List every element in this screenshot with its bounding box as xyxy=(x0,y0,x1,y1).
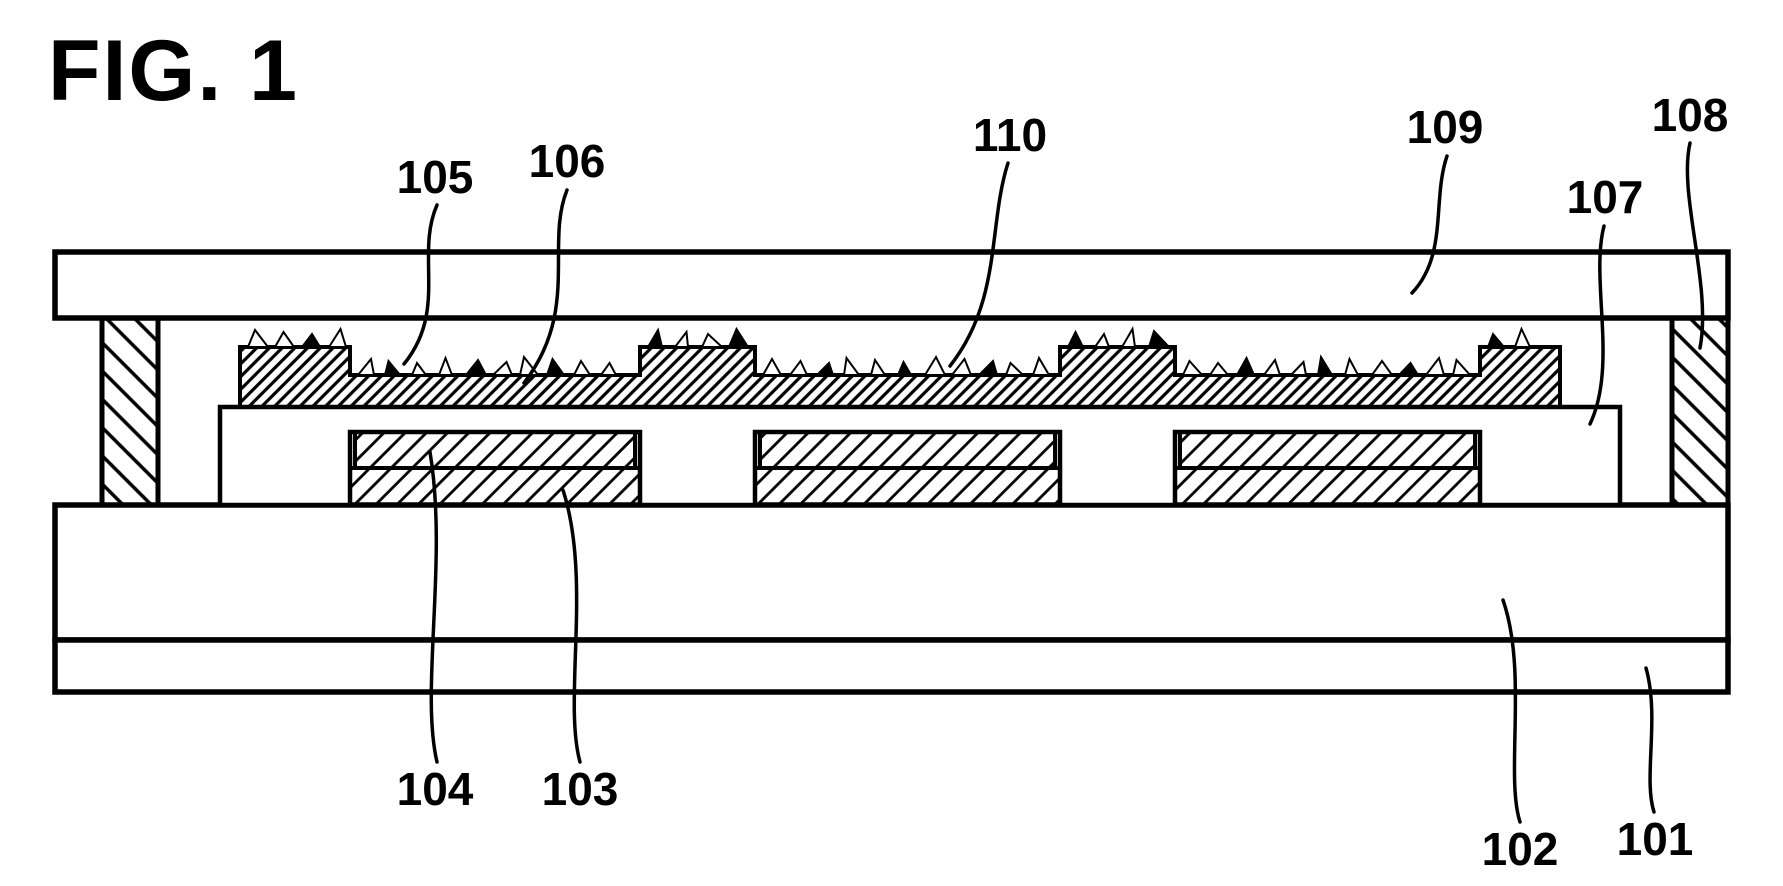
emitter-cone xyxy=(1208,361,1231,376)
emitter-cone xyxy=(1486,332,1507,348)
emitter-cone xyxy=(1513,326,1532,348)
leader-line-101 xyxy=(1644,666,1656,814)
electrode-strips-103 xyxy=(298,466,1492,507)
leader-line-105 xyxy=(402,203,439,366)
top-plate xyxy=(52,249,1731,321)
emitter-cone xyxy=(842,355,861,376)
emitter-cone xyxy=(1181,359,1205,376)
substrate-lower-101 xyxy=(52,637,1731,695)
leader-line-107 xyxy=(1588,224,1606,426)
leader-line-102 xyxy=(1501,598,1522,824)
emitter-cone xyxy=(545,356,566,376)
emitter-cones xyxy=(246,325,1532,376)
emitter-cone xyxy=(949,357,973,376)
emitter-cone xyxy=(437,355,454,376)
support-structure-pedestals xyxy=(217,404,1623,508)
electrode-strip-104 xyxy=(1178,430,1477,470)
emitter-cone xyxy=(327,326,348,348)
emitter-cone xyxy=(299,332,322,348)
emitter-cone xyxy=(1031,355,1051,376)
emitter-cone xyxy=(490,360,514,376)
emitter-cone xyxy=(410,361,428,376)
emitter-cone xyxy=(700,332,725,348)
emitter-cone xyxy=(923,354,947,376)
ref-numeral-107: 107 xyxy=(1567,171,1644,223)
reference-numerals: 105 106 110 109 108 107 104 103 102 101 xyxy=(397,89,1729,875)
leader-line-103 xyxy=(561,488,582,764)
ref-numeral-103: 103 xyxy=(542,763,619,815)
emitter-cone xyxy=(814,361,835,376)
emitter-cone xyxy=(1147,329,1172,348)
emitter-cone xyxy=(383,358,403,376)
leader-lines xyxy=(402,141,1705,824)
emitter-cone xyxy=(355,356,376,376)
emitter-cone xyxy=(246,328,271,348)
emitter-cone xyxy=(1423,355,1446,376)
emitter-cone xyxy=(1370,359,1394,376)
leader-line-106 xyxy=(522,188,569,385)
emitter-cone xyxy=(646,327,664,348)
ref-numeral-104: 104 xyxy=(397,763,474,815)
emitter-cone xyxy=(1451,357,1473,376)
emitter-cone xyxy=(1066,329,1085,348)
ref-numeral-101: 101 xyxy=(1617,813,1694,865)
emitter-cone xyxy=(463,358,488,376)
emitter-cone xyxy=(1004,361,1026,376)
leader-line-109 xyxy=(1410,154,1449,295)
emitter-cone xyxy=(1262,357,1282,376)
emitter-cone xyxy=(572,358,592,376)
left-spacer-wall xyxy=(99,315,161,508)
electrode-strip-103 xyxy=(1153,466,1492,507)
emitter-cone xyxy=(761,356,783,376)
leader-line-108 xyxy=(1685,141,1705,350)
emitter-cone xyxy=(869,357,887,376)
emitter-cone xyxy=(1093,331,1111,348)
electrode-strip-103 xyxy=(298,466,657,507)
leader-line-104 xyxy=(428,450,439,764)
emitter-cone xyxy=(599,361,618,376)
emitter-cone xyxy=(672,329,690,348)
emitter-cone xyxy=(727,326,750,348)
electrode-strips-104 xyxy=(353,430,1477,470)
leader-line-110 xyxy=(948,161,1010,368)
emitter-cone xyxy=(1316,354,1334,376)
electrode-strip-104 xyxy=(353,430,637,470)
emitter-cone xyxy=(1396,361,1420,376)
figure-title: FIG. 1 xyxy=(48,23,299,119)
emitter-cone xyxy=(1120,325,1137,348)
emitter-cone xyxy=(273,330,296,348)
ref-numeral-106: 106 xyxy=(529,135,606,187)
emitter-cone xyxy=(1235,355,1256,376)
emitter-cone xyxy=(1343,356,1360,376)
emitter-film xyxy=(238,345,1562,409)
emitter-cone xyxy=(896,359,913,376)
electrode-strip-103 xyxy=(733,466,1072,507)
ref-numeral-105: 105 xyxy=(397,151,474,203)
ref-numeral-110: 110 xyxy=(973,109,1047,161)
ref-numeral-109: 109 xyxy=(1407,101,1484,153)
emitter-cone xyxy=(1288,359,1308,376)
substrate-upper-102 xyxy=(52,502,1731,643)
ref-numeral-108: 108 xyxy=(1652,89,1729,141)
emitter-cone xyxy=(788,359,809,376)
ref-numeral-102: 102 xyxy=(1482,823,1559,875)
emitter-cone xyxy=(976,359,999,376)
electrode-strip-104 xyxy=(758,430,1057,470)
